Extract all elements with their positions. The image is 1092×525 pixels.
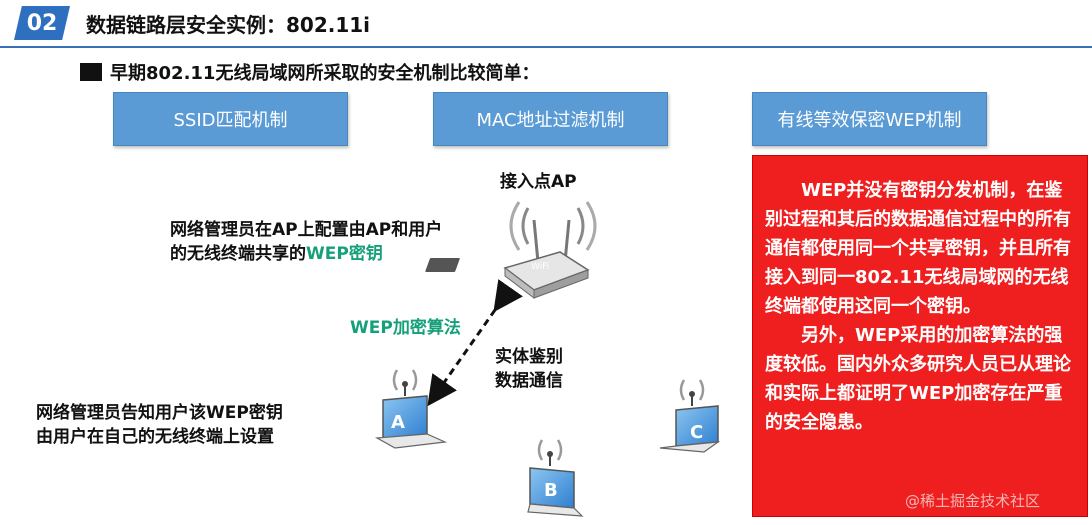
mechanism-wep-box: 有线等效保密WEP机制: [752, 92, 987, 146]
terminal-c-label: C: [690, 422, 703, 443]
access-point-label: 接入点AP: [500, 172, 577, 192]
admin-tell-user-text: 网络管理员告知用户该WEP密钥 由用户在自己的无线终端上设置: [36, 403, 283, 447]
intro-bullet-text: 早期802.11无线局域网所采取的安全机制比较简单：: [110, 63, 540, 84]
wep-key-highlight: WEP密钥: [306, 244, 383, 264]
wep-algorithm-label: WEP加密算法: [350, 318, 461, 338]
header-divider: [0, 46, 1092, 48]
admin-config-text: 网络管理员在AP上配置由AP和用户 的无线终端共享的WEP密钥: [170, 220, 443, 264]
wifi-logo-text: WiFi: [531, 262, 549, 272]
terminal-b-laptop-icon: [527, 439, 584, 517]
bullet-square-icon: [80, 63, 102, 81]
wep-weakness-note: WEP并没有密钥分发机制，在鉴别过程和其后的数据通信过程中的所有通信都使用同一个…: [752, 155, 1088, 517]
watermark: @稀土掘金技术社区: [905, 492, 1041, 510]
terminal-a-label: A: [391, 412, 405, 433]
mechanism-ssid-box: SSID匹配机制: [113, 92, 348, 146]
terminal-c-laptop-icon: [659, 379, 721, 453]
mechanism-mac-filter-box: MAC地址过滤机制: [433, 92, 668, 146]
terminal-b-label: B: [544, 480, 558, 501]
note-paragraph-2: 另外，WEP采用的加密算法的强度较低。国内外众多研究人员已从理论和实际上都证明了…: [765, 325, 1071, 433]
auth-comm-label: 实体鉴别 数据通信: [495, 347, 563, 391]
section-number-badge: 02: [14, 6, 70, 40]
page-title: 数据链路层安全实例：802.11i: [86, 13, 371, 37]
terminal-a-laptop-icon: [374, 369, 448, 449]
note-paragraph-1: WEP并没有密钥分发机制，在鉴别过程和其后的数据通信过程中的所有通信都使用同一个…: [765, 180, 1071, 317]
access-point-icon: [425, 201, 597, 300]
